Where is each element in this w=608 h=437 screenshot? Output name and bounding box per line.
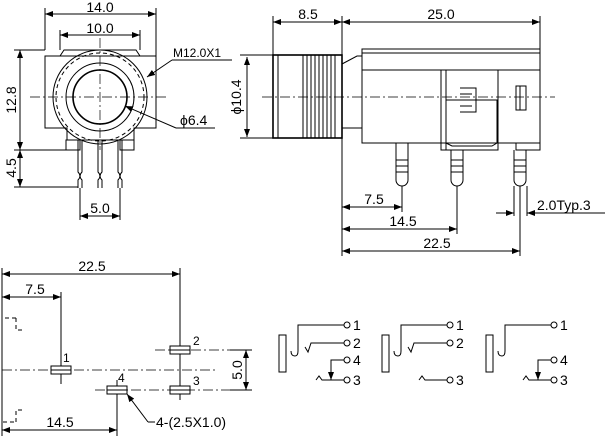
terminal-1: 1 — [560, 317, 568, 333]
pad-4 — [106, 385, 128, 395]
bore-label: ϕ6.4 — [180, 112, 208, 128]
dim-nut-length: 8.5 — [298, 6, 318, 22]
front-view: 14.0 10.0 12.8 4.5 5.0 M12.0X1 ϕ6.4 — [3, 0, 232, 220]
dim-height: 12.8 — [3, 86, 19, 113]
dim-body-length: 25.0 — [427, 6, 454, 22]
dim-diameter: ϕ10.4 — [228, 79, 244, 114]
dim-pin-width: 2.0Typ.3 — [537, 197, 591, 213]
terminal-2: 2 — [353, 335, 361, 351]
dim-pin-length: 4.5 — [3, 158, 19, 178]
dim-pin2: 14.5 — [389, 213, 416, 229]
pad-label-3: 3 — [193, 374, 200, 388]
dim-pin3: 22.5 — [423, 235, 450, 251]
dim-row-spacing: 5.0 — [229, 360, 245, 380]
pad-note: 4-(2.5X1.0) — [156, 414, 226, 430]
schematic-3: 1 4 3 — [485, 317, 568, 388]
pad-label-2: 2 — [193, 334, 200, 348]
pad-2 — [169, 345, 191, 355]
pad-3 — [169, 385, 191, 395]
dim-pin-pitch: 5.0 — [90, 200, 110, 216]
side-view: ϕ10.4 8.5 25.0 7.5 14.5 22.5 2 — [228, 6, 605, 256]
dim-width-inner: 10.0 — [86, 20, 113, 36]
pcb-footprint: 22.5 7.5 1 2 3 4 5.0 14.5 4-(2.5X1.0) — [1, 258, 252, 436]
pad-label-4: 4 — [118, 371, 125, 385]
dim-pin1: 7.5 — [364, 191, 384, 207]
terminal-4: 4 — [560, 352, 568, 368]
schematic-2: 1 2 3 — [381, 317, 464, 388]
terminal-2: 2 — [456, 335, 464, 351]
terminal-1: 1 — [353, 317, 361, 333]
dim-pin4-offset: 14.5 — [46, 414, 73, 430]
pad-label-1: 1 — [63, 351, 70, 365]
dim-overall: 22.5 — [78, 258, 105, 274]
pad-1 — [50, 365, 72, 375]
side-pins — [395, 143, 527, 187]
dim-pin1-offset: 7.5 — [25, 281, 45, 297]
terminal-4: 4 — [353, 352, 361, 368]
dim-width-outer: 14.0 — [86, 0, 113, 15]
terminal-3: 3 — [560, 372, 568, 388]
terminal-3: 3 — [353, 372, 361, 388]
terminal-3: 3 — [456, 372, 464, 388]
thread-label: M12.0X1 — [173, 46, 221, 60]
schematic-1: 1 2 4 3 — [278, 317, 361, 388]
terminal-1: 1 — [456, 317, 464, 333]
